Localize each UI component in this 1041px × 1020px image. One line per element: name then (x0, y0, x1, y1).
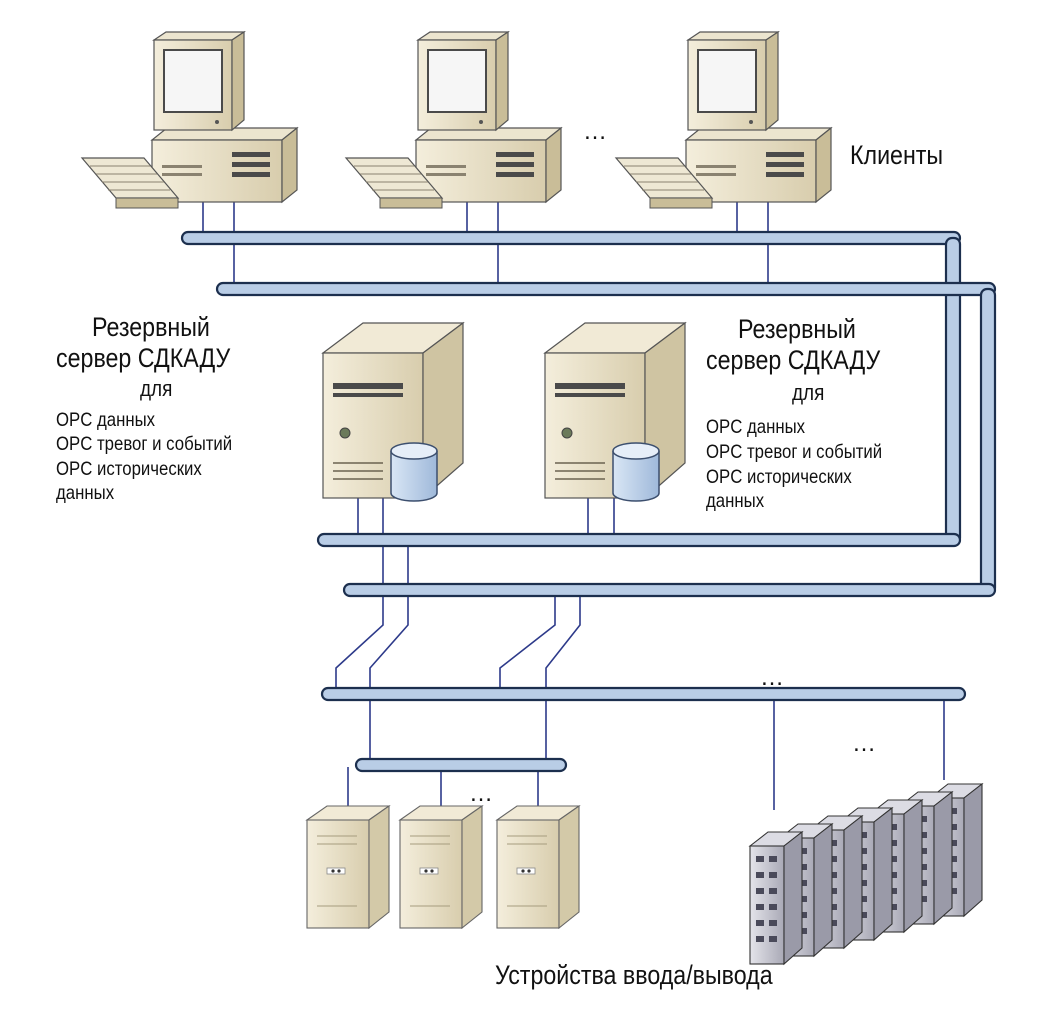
server-2-title-line1: Резервный (738, 314, 856, 344)
io-tower-3 (496, 805, 580, 929)
server-2-function-2: OPC тревог и событий (706, 441, 883, 463)
clients-label: Клиенты (850, 140, 944, 170)
server-1-title-line1: Резервный (92, 312, 210, 342)
server-1-function-3: OPC исторических (56, 458, 202, 480)
server-1-title-line3: для (140, 376, 173, 401)
client-workstation-2 (345, 31, 562, 209)
io-rack-1 (749, 831, 803, 965)
clients-ellipsis: … (583, 118, 609, 145)
server-1-title-line2: сервер СДКАДУ (56, 343, 231, 373)
server-2-title-line3: для (792, 380, 825, 405)
io-towers-ellipsis: … (469, 780, 495, 807)
server-2-function-1: OPC данных (706, 416, 806, 438)
client-workstation-3 (615, 31, 832, 209)
server-1-function-2: OPC тревог и событий (56, 433, 233, 455)
server-2-title-line2: сервер СДКАДУ (706, 345, 881, 375)
backup-server-2 (544, 322, 686, 502)
server-1-function-1: OPC данных (56, 409, 156, 431)
server-2-function-3: OPC исторических (706, 466, 852, 488)
control-bus-ellipsis: … (760, 664, 786, 691)
io-tower-1 (306, 805, 390, 929)
io-racks-ellipsis: … (852, 730, 878, 757)
io-tower-2 (399, 805, 483, 929)
network-buses (180, 230, 997, 773)
client-workstation-1 (81, 31, 298, 209)
server-2-function-4: данных (706, 490, 765, 512)
io-devices-label: Устройства ввода/вывода (495, 960, 773, 990)
server-1-function-4: данных (56, 482, 115, 504)
backup-server-1 (322, 322, 464, 502)
